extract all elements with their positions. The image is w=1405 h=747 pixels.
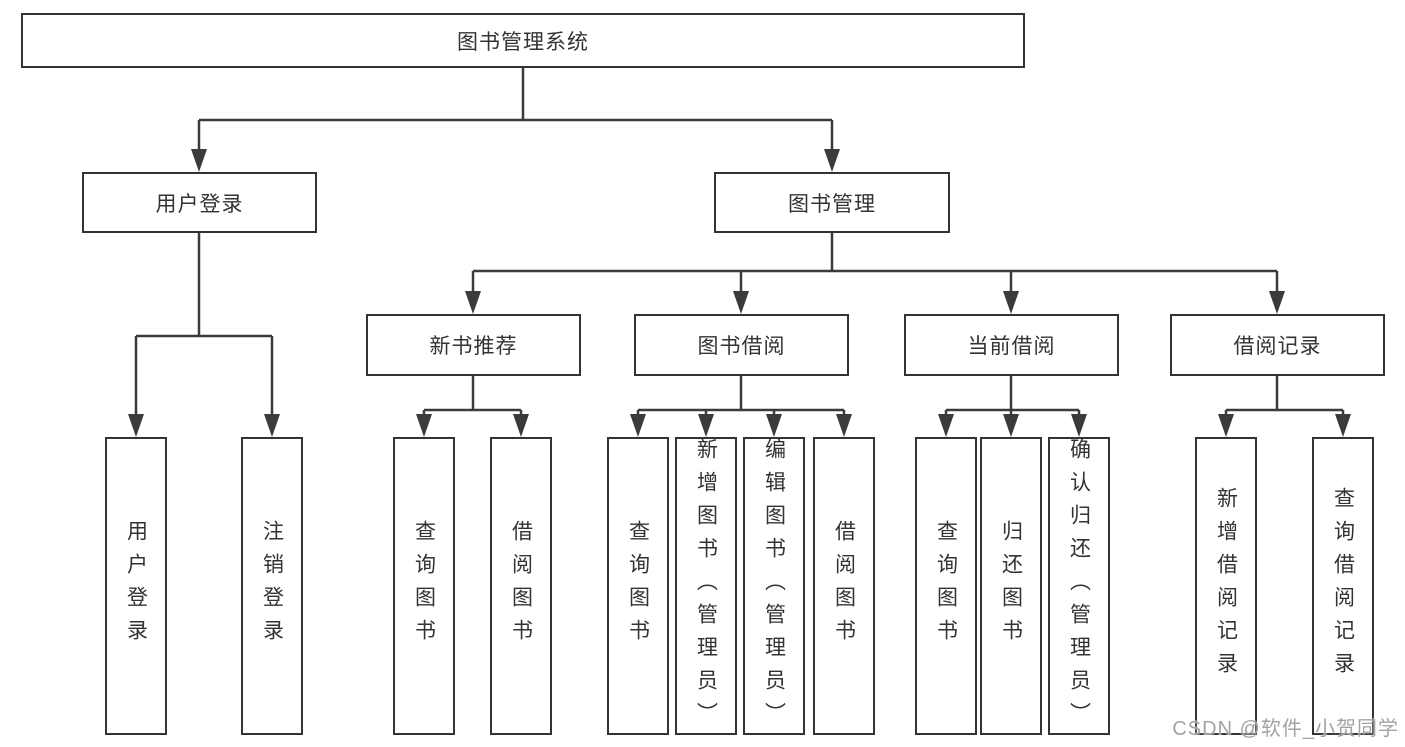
node-label: 图书管理 — [788, 192, 876, 216]
node-book-management: 图书管理 — [714, 172, 950, 233]
connector-line — [636, 376, 846, 418]
node-new-book-recommendation: 新书推荐 — [366, 314, 581, 376]
arrowhead-icon — [416, 414, 432, 437]
arrowhead-icon — [630, 414, 646, 437]
arrowhead-icon — [1003, 291, 1019, 314]
connector-line — [134, 233, 274, 418]
connector-line — [197, 68, 834, 152]
node-label: 用户登录 — [155, 192, 244, 216]
arrowhead-icon — [1218, 414, 1234, 437]
leaf-query-books: 查询图书 — [393, 437, 455, 735]
node-book-borrowing: 图书借阅 — [634, 314, 849, 376]
leaf-edit-book-admin: 编辑图书（管理员） — [743, 437, 805, 735]
arrowhead-icon — [1071, 414, 1087, 437]
connector-line — [1224, 376, 1345, 418]
arrowhead-icon — [465, 291, 481, 314]
connector-borrowing-records-to-leaves — [1218, 376, 1351, 437]
node-label: 图书借阅 — [697, 335, 786, 358]
leaf-logout: 注销登录 — [241, 437, 303, 735]
leaf-return-books: 归还图书 — [980, 437, 1042, 735]
leaf-query-books: 查询图书 — [607, 437, 669, 735]
arrowhead-icon — [1269, 291, 1285, 314]
arrowhead-icon — [513, 414, 529, 437]
connector-book-borrowing-to-leaves — [630, 376, 852, 437]
node-current-borrowing: 当前借阅 — [904, 314, 1119, 376]
leaf-label: 查询图书 — [934, 520, 958, 652]
arrowhead-icon — [128, 414, 144, 437]
node-label: 图书管理系统 — [457, 30, 589, 54]
leaf-confirm-return-admin: 确认归还（管理员） — [1048, 437, 1110, 735]
leaf-label: 注销登录 — [260, 520, 284, 652]
leaf-query-books: 查询图书 — [915, 437, 977, 735]
connector-line — [422, 376, 523, 418]
connector-book-management-to-level3 — [465, 233, 1285, 314]
leaf-borrow-books: 借阅图书 — [813, 437, 875, 735]
node-label: 借阅记录 — [1233, 335, 1322, 358]
leaf-user-login: 用户登录 — [105, 437, 167, 735]
leaf-label: 新增借阅记录 — [1214, 487, 1238, 685]
connector-root-to-level2 — [191, 68, 840, 172]
connector-line — [471, 233, 1279, 295]
leaf-query-borrow-record: 查询借阅记录 — [1312, 437, 1374, 735]
arrowhead-icon — [766, 414, 782, 437]
leaf-add-book-admin: 新增图书（管理员） — [675, 437, 737, 735]
connector-current-borrowing-to-leaves — [938, 376, 1087, 437]
connector-user-login-to-leaves — [128, 233, 280, 437]
leaf-label: 借阅图书 — [832, 520, 856, 652]
leaf-label: 确认归还（管理员） — [1067, 437, 1091, 735]
leaf-label: 查询图书 — [412, 520, 436, 652]
leaf-label: 查询图书 — [626, 520, 650, 652]
leaf-label: 借阅图书 — [509, 520, 533, 652]
connector-new-book-recommendation-to-leaves — [416, 376, 529, 437]
node-user-login: 用户登录 — [82, 172, 317, 233]
leaf-label: 编辑图书（管理员） — [762, 437, 786, 735]
arrowhead-icon — [824, 149, 840, 172]
node-borrowing-records: 借阅记录 — [1170, 314, 1385, 376]
arrowhead-icon — [698, 414, 714, 437]
leaf-add-borrow-record: 新增借阅记录 — [1195, 437, 1257, 735]
csdn-watermark: CSDN @软件_小贺同学 — [1172, 718, 1399, 740]
arrowhead-icon — [938, 414, 954, 437]
arrowhead-icon — [1335, 414, 1351, 437]
leaf-label: 归还图书 — [999, 520, 1023, 652]
connector-line — [944, 376, 1081, 418]
leaf-borrow-books: 借阅图书 — [490, 437, 552, 735]
node-label: 当前借阅 — [967, 335, 1056, 358]
leaf-label: 用户登录 — [124, 520, 148, 652]
leaf-label: 查询借阅记录 — [1331, 487, 1355, 685]
leaf-label: 新增图书（管理员） — [694, 437, 718, 735]
node-label: 新书推荐 — [429, 335, 518, 358]
arrowhead-icon — [1003, 414, 1019, 437]
node-library-management-system: 图书管理系统 — [21, 13, 1025, 68]
arrowhead-icon — [836, 414, 852, 437]
arrowhead-icon — [264, 414, 280, 437]
arrowhead-icon — [733, 291, 749, 314]
arrowhead-icon — [191, 149, 207, 172]
